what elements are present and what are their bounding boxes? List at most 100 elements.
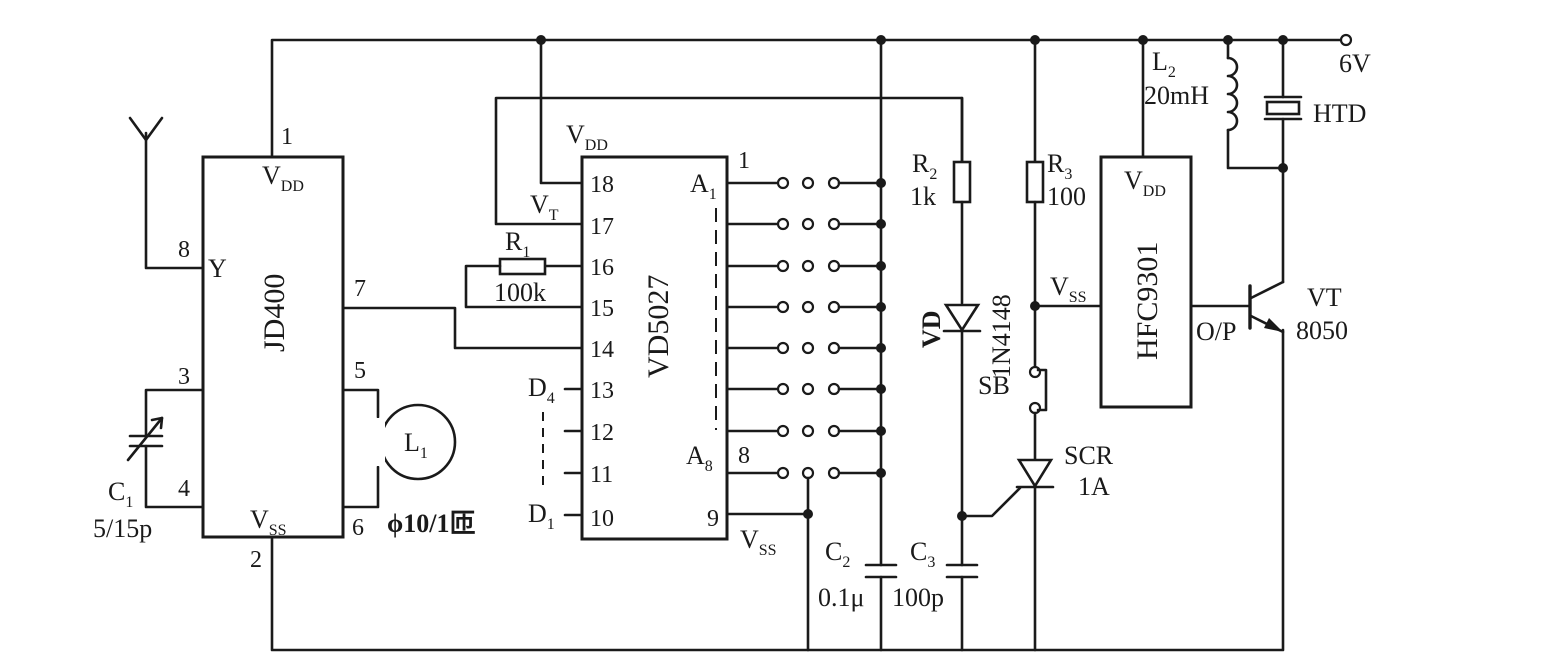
svg-text:VDD: VDD bbox=[1124, 166, 1166, 200]
svg-text:1k: 1k bbox=[910, 182, 936, 211]
svg-text:D4: D4 bbox=[528, 373, 555, 407]
svg-text:17: 17 bbox=[590, 214, 614, 240]
svg-text:15: 15 bbox=[590, 296, 614, 322]
svg-text:VDD: VDD bbox=[566, 120, 608, 154]
svg-text:VSS: VSS bbox=[740, 525, 777, 559]
svg-text:5/15p: 5/15p bbox=[93, 514, 152, 543]
svg-text:7: 7 bbox=[354, 276, 366, 302]
wire-vt-17 bbox=[494, 96, 964, 226]
resistor-icon bbox=[464, 257, 584, 309]
svg-text:5: 5 bbox=[354, 358, 366, 384]
svg-text:8050: 8050 bbox=[1296, 316, 1348, 345]
jumper-terminal bbox=[827, 382, 841, 396]
svg-text:VT: VT bbox=[530, 190, 559, 224]
jumper-terminal bbox=[801, 424, 815, 438]
vdd-rail bbox=[270, 33, 1353, 157]
jumper-terminal bbox=[776, 300, 790, 314]
svg-text:9: 9 bbox=[707, 506, 719, 532]
svg-text:1: 1 bbox=[281, 124, 293, 150]
vd5027-name: VD5027 bbox=[642, 275, 675, 378]
supply-voltage-label: 6V bbox=[1339, 49, 1371, 78]
antenna-icon bbox=[128, 116, 205, 270]
svg-text:1A: 1A bbox=[1078, 472, 1110, 501]
svg-text:100: 100 bbox=[1047, 182, 1086, 211]
thyristor-icon bbox=[1015, 458, 1055, 652]
jd400-name: JD400 bbox=[258, 274, 291, 352]
svg-text:R3: R3 bbox=[1047, 149, 1072, 183]
jumper-terminal bbox=[776, 217, 790, 231]
jumper-terminal bbox=[827, 300, 841, 314]
loop-coil-icon: L1 bbox=[341, 388, 457, 509]
wire-jd7-to-14 bbox=[341, 306, 584, 350]
svg-text:A1: A1 bbox=[690, 169, 717, 203]
jumper-terminal bbox=[801, 300, 815, 314]
svg-text:L1: L1 bbox=[404, 428, 428, 462]
ground-rail bbox=[270, 328, 1285, 652]
svg-text:1: 1 bbox=[738, 148, 750, 174]
svg-text:C3: C3 bbox=[910, 537, 935, 571]
svg-text:HTD: HTD bbox=[1313, 99, 1366, 128]
svg-text:12: 12 bbox=[590, 420, 614, 446]
junction-dots bbox=[536, 35, 1288, 173]
svg-text:C2: C2 bbox=[825, 537, 850, 571]
svg-text:L2: L2 bbox=[1152, 47, 1176, 81]
wire-vdd-18 bbox=[539, 38, 584, 185]
svg-text:11: 11 bbox=[590, 462, 613, 488]
svg-text:ϕ10/1匝: ϕ10/1匝 bbox=[387, 509, 475, 538]
resistor-icon bbox=[952, 96, 972, 305]
svg-text:O/P: O/P bbox=[1196, 317, 1236, 346]
svg-text:Y: Y bbox=[208, 254, 227, 283]
svg-text:18: 18 bbox=[590, 172, 614, 198]
jumper-terminal bbox=[801, 466, 815, 480]
svg-text:13: 13 bbox=[590, 378, 614, 404]
jd400-chip: JD400 VDD VSS Y 1 8 3 4 7 5 6 2 bbox=[178, 124, 366, 573]
svg-text:100p: 100p bbox=[892, 583, 944, 612]
svg-text:4: 4 bbox=[178, 476, 190, 502]
svg-text:6: 6 bbox=[352, 515, 364, 541]
svg-text:VSS: VSS bbox=[1050, 272, 1087, 306]
svg-text:8: 8 bbox=[178, 237, 190, 263]
svg-text:VDD: VDD bbox=[262, 161, 304, 195]
svg-text:0.1μ: 0.1μ bbox=[818, 583, 864, 612]
dip-switch-icon bbox=[725, 176, 886, 516]
resistor-icon bbox=[1025, 38, 1045, 372]
capacitor-icon bbox=[945, 563, 979, 652]
jumper-terminal bbox=[801, 341, 815, 355]
svg-text:8: 8 bbox=[738, 443, 750, 469]
svg-text:D1: D1 bbox=[528, 499, 555, 533]
jumper-terminal bbox=[827, 217, 841, 231]
jumper-terminal bbox=[776, 259, 790, 273]
diode-icon bbox=[942, 303, 982, 567]
jumper-terminal bbox=[801, 217, 815, 231]
svg-text:20mH: 20mH bbox=[1144, 81, 1209, 110]
jumper-terminal bbox=[776, 382, 790, 396]
push-button-icon bbox=[1028, 365, 1048, 462]
vd5027-chip: VD5027 VDD VT VSS A1 A8 D4 D1 18 17 16 1… bbox=[528, 120, 777, 559]
capacitor-icon bbox=[864, 563, 898, 652]
jumper-terminal bbox=[801, 176, 815, 190]
jumper-terminal bbox=[827, 424, 841, 438]
svg-text:SCR: SCR bbox=[1064, 441, 1114, 470]
variable-capacitor-icon bbox=[126, 388, 205, 509]
svg-text:SB: SB bbox=[978, 371, 1010, 400]
npn-transistor-icon bbox=[1248, 280, 1285, 334]
hfc9301-name: HFC9301 bbox=[1131, 242, 1164, 360]
svg-text:VD: VD bbox=[917, 310, 946, 348]
svg-text:VT: VT bbox=[1307, 283, 1342, 312]
jumper-terminal bbox=[827, 341, 841, 355]
jumper-terminal bbox=[827, 466, 841, 480]
svg-text:C1: C1 bbox=[108, 477, 133, 511]
jumper-terminal bbox=[801, 259, 815, 273]
jumper-terminal bbox=[776, 176, 790, 190]
svg-text:A8: A8 bbox=[686, 441, 713, 475]
hfc9301-chip: HFC9301 VDD VSS O/P bbox=[1050, 155, 1236, 409]
svg-text:2: 2 bbox=[250, 547, 262, 573]
jumper-terminal bbox=[827, 259, 841, 273]
jumper-terminal bbox=[776, 341, 790, 355]
jumper-terminal bbox=[776, 466, 790, 480]
svg-text:1N4148: 1N4148 bbox=[987, 294, 1016, 378]
jumper-terminal bbox=[776, 424, 790, 438]
svg-text:VSS: VSS bbox=[250, 505, 287, 539]
svg-text:R1: R1 bbox=[505, 227, 530, 261]
